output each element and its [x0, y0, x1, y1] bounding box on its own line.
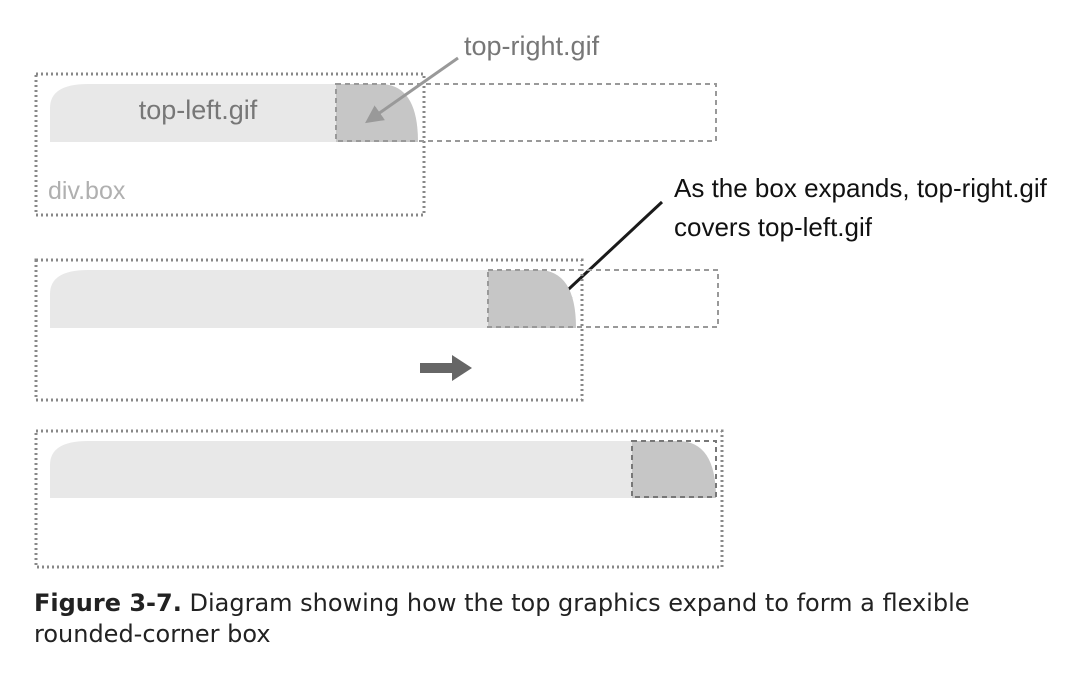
top-right-pointer-arrow — [365, 56, 459, 124]
figure-label: Figure 3-7. — [34, 589, 182, 617]
stage-3 — [34, 429, 724, 569]
expanded-box-outline — [34, 258, 584, 402]
figure-caption-text: Diagram showing how the top graphics exp… — [34, 589, 970, 648]
annotation: As the box expands, top-right.gif covers… — [553, 173, 1048, 304]
annotation-line-2: covers top-left.gif — [674, 212, 873, 242]
expand-direction-arrow-icon — [420, 355, 472, 381]
stage-2 — [34, 258, 719, 402]
full-box-outline — [34, 429, 724, 569]
figure-caption: Figure 3-7. Diagram showing how the top … — [34, 588, 1044, 650]
stage-1: top-left.gif div.box top-right.gif — [34, 31, 717, 217]
top-left-gif-label: top-left.gif — [139, 95, 258, 125]
diagram-canvas: top-left.gif div.box top-right.gif As th… — [34, 31, 1048, 569]
top-right-gif-dashed-box — [335, 83, 717, 142]
top-left-gif-bar — [50, 441, 632, 498]
top-left-gif-bar — [50, 84, 336, 142]
top-right-gif-label: top-right.gif — [464, 31, 600, 61]
annotation-line-1: As the box expands, top-right.gif — [674, 173, 1048, 203]
annotation-arrow — [553, 200, 664, 304]
top-right-gif-corner — [632, 441, 716, 498]
top-right-gif-corner — [488, 270, 576, 328]
div-box-label: div.box — [48, 177, 126, 205]
top-left-gif-bar — [50, 270, 488, 328]
top-right-gif-dashed-box — [631, 440, 717, 498]
